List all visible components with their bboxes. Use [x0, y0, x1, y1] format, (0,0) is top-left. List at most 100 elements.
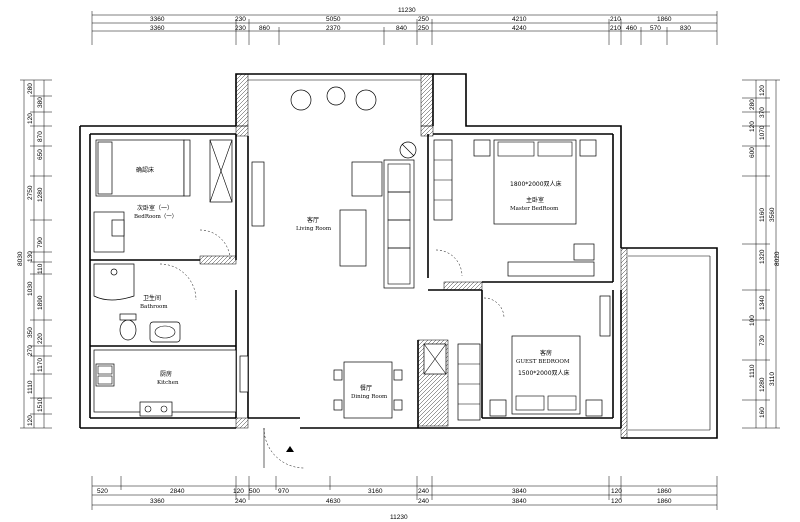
bottom-dim-10: 1860 [657, 488, 672, 495]
living-name-en: Living Room [296, 226, 332, 232]
bottom-dim-1: 520 [97, 488, 108, 495]
right-total-label: 8020 [774, 251, 781, 266]
right-dim-7: 1160 [759, 208, 766, 222]
top2-dim-6: 250 [418, 25, 429, 32]
top2-dim-8: 210 [610, 25, 621, 32]
bed-guest [511, 335, 581, 415]
left-dim-6: 2750 [27, 185, 34, 200]
walls [79, 73, 718, 439]
armchair-left [290, 89, 312, 111]
bottom2-dim-6: 120 [611, 498, 622, 505]
left-dim-19: 120 [27, 415, 34, 426]
top2-dim-3: 860 [259, 25, 270, 32]
bottom-total-label: 11230 [390, 514, 408, 521]
bottom2-dim-7: 1860 [657, 498, 672, 505]
shower [93, 263, 135, 301]
guest-bedroom: 客房 GUEST BEDROOM 1500*2000双人床 [423, 295, 611, 421]
top2-dim-4: 2370 [326, 25, 341, 32]
dining-name-cn: 餐厅 [360, 384, 372, 392]
armchair [351, 161, 383, 197]
top-dim-7: 1860 [657, 16, 672, 23]
kitchen-name-cn: 厨房 [160, 370, 172, 378]
left-dim-9: 130 [27, 251, 34, 262]
bottom-dim-5: 970 [278, 488, 289, 495]
top-total-label: 11230 [398, 7, 416, 14]
left-dim-2: 380 [37, 97, 44, 108]
master-name-cn: 主卧室 [526, 196, 544, 204]
right-dim-4: 120 [749, 121, 756, 132]
bathroom-name-cn: 卫生间 [143, 294, 161, 302]
top-dim-1: 3360 [150, 16, 165, 23]
fridge [239, 355, 249, 393]
desk-guest [599, 295, 611, 337]
left-dim-7: 1280 [37, 187, 44, 202]
right-dim-5: 1070 [759, 125, 766, 140]
bedroom1-name-en: BedRoom（一） [134, 213, 177, 220]
bottom-dimensions: 520 2840 120 500 970 3160 240 3840 120 1… [91, 476, 718, 521]
tv-cabinet [251, 161, 265, 227]
right-dimensions: 8020 120 280 370 120 1070 600 1160 3560 … [742, 79, 781, 429]
top2-dim-10: 570 [650, 25, 661, 32]
bottom-dim-6: 3160 [368, 488, 383, 495]
master-bed-label: 1800*2000双人床 [510, 180, 562, 188]
nightstand-right [579, 139, 597, 157]
left-dim-8: 790 [37, 237, 44, 248]
dresser [507, 261, 595, 277]
bathroom: 卫生间 Bathroom [93, 263, 197, 343]
dining-room: 餐厅 Dining Room [333, 361, 403, 419]
bottom-dim-9: 120 [611, 488, 622, 495]
bottom-dim-3: 120 [233, 488, 244, 495]
right-dim-8: 3560 [769, 207, 776, 222]
top-dim-3: 5050 [326, 16, 341, 23]
master-name-en: Master BedRoom [510, 206, 559, 212]
right-dim-14: 3110 [769, 372, 776, 386]
left-dimensions: 8030 280 380 120 870 650 2750 1280 790 1… [17, 79, 52, 429]
right-dim-13: 1110 [749, 364, 756, 378]
left-dim-10: 110 [37, 263, 44, 274]
washbasin [149, 321, 181, 343]
bathroom-name-en: Bathroom [140, 304, 168, 310]
bottom2-dim-1: 3360 [150, 498, 165, 505]
toilet [119, 319, 137, 341]
left-dim-14: 220 [37, 333, 44, 344]
right-dim-6: 600 [749, 147, 756, 158]
stove [139, 401, 173, 417]
bottom-dim-4: 500 [249, 488, 260, 495]
wardrobe-guest [457, 343, 481, 421]
dining-table [343, 361, 393, 419]
right-dim-15: 1280 [759, 377, 766, 392]
top2-dim-5: 840 [396, 25, 407, 32]
guest-bed-label: 1500*2000双人床 [518, 369, 570, 377]
bottom2-dim-5: 3840 [512, 498, 527, 505]
top2-dim-2: 230 [235, 25, 246, 32]
left-dim-5: 650 [37, 149, 44, 160]
bottom2-dim-2: 240 [235, 498, 246, 505]
armchair-right [355, 89, 377, 111]
left-dim-18: 1510 [37, 397, 44, 412]
sink [95, 363, 115, 387]
top-dim-2: 230 [235, 16, 246, 23]
dining-name-en: Dining Room [351, 394, 388, 400]
sofa [383, 159, 415, 289]
balcony-furniture [290, 86, 377, 111]
top-dim-4: 250 [418, 16, 429, 23]
bed-master [493, 139, 577, 225]
entrance-arrow-icon [286, 446, 294, 452]
left-dim-4: 870 [37, 131, 44, 142]
left-dim-17: 1110 [27, 380, 34, 394]
right-dim-16: 160 [759, 407, 766, 418]
bottom2-dim-4: 240 [418, 498, 429, 505]
master-bedroom: 1800*2000双人床 主卧室 Master BedRoom [433, 139, 597, 277]
right-dim-10: 1340 [759, 295, 766, 310]
top-dim-5: 4210 [512, 16, 527, 23]
bottom-dim-8: 3840 [512, 488, 527, 495]
top2-dim-1: 3360 [150, 25, 165, 32]
top-dimensions: 11230 3360 230 5050 250 4210 210 1860 33… [91, 7, 718, 45]
guest-name-en: GUEST BEDROOM [516, 359, 570, 365]
bottom-dim-7: 240 [418, 488, 429, 495]
top2-dim-11: 830 [680, 25, 691, 32]
kitchen: 厨房 Kitchen [93, 349, 249, 417]
bottom-dim-2: 2840 [170, 488, 185, 495]
left-dim-3: 120 [27, 113, 34, 124]
